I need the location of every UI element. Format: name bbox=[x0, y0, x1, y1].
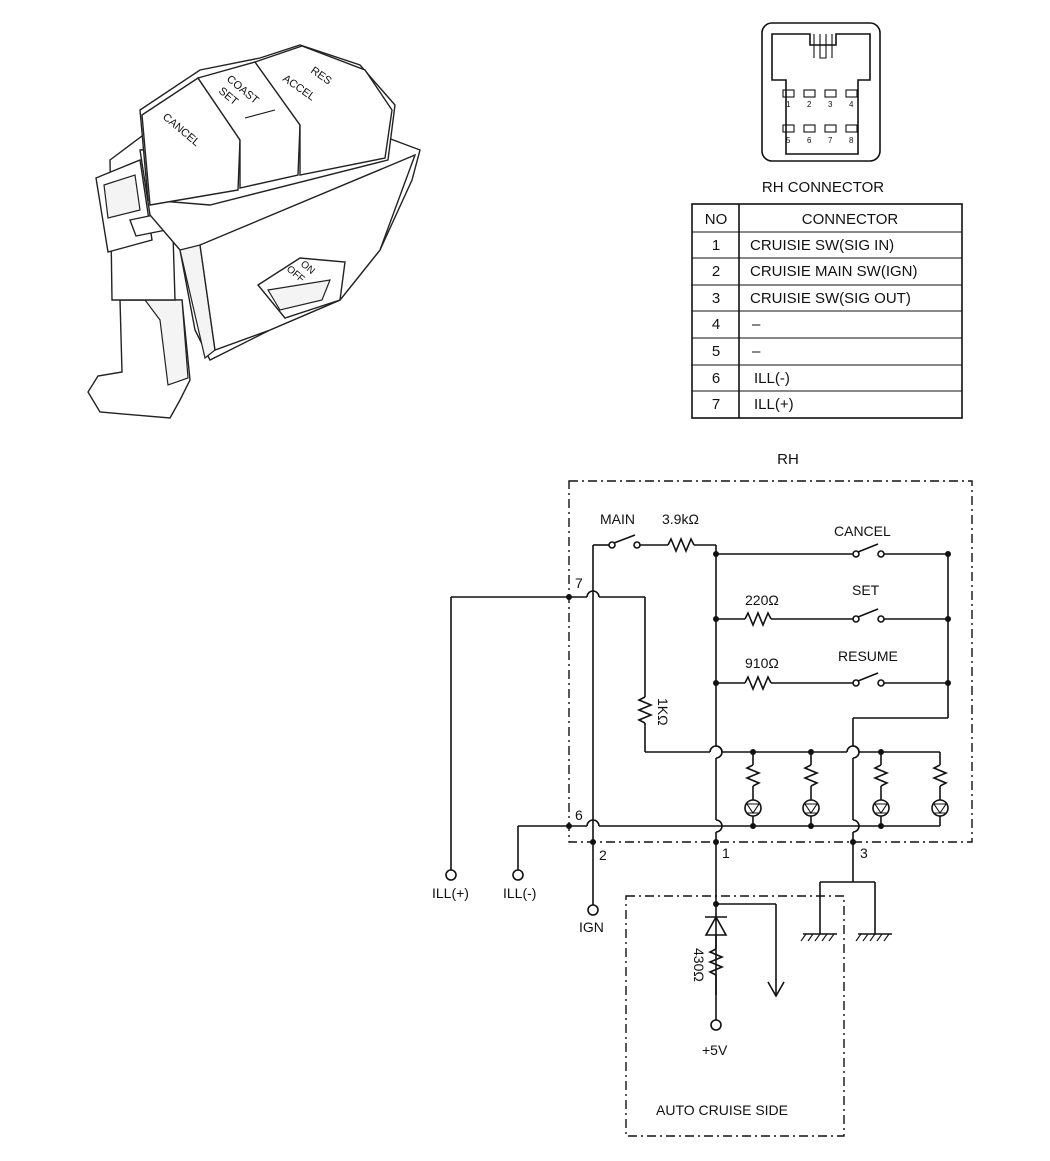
ign-terminal bbox=[587, 904, 599, 916]
resistor-1k-label: 1KΩ bbox=[655, 698, 671, 726]
resistor-220-label: 220Ω bbox=[745, 592, 779, 608]
table-cell-no-5: 5 bbox=[712, 343, 720, 360]
table-cell-connector-7: ILL(+) bbox=[754, 396, 794, 413]
connector-table-title: RH CONNECTOR bbox=[762, 179, 884, 196]
pin-4-label: 4 bbox=[849, 100, 854, 109]
pin-6-number: 6 bbox=[575, 807, 583, 823]
resistor-220-symbol bbox=[744, 610, 772, 628]
table-header-no: NO bbox=[705, 211, 728, 228]
rh-switch-enclosure bbox=[568, 480, 973, 843]
led-ladder bbox=[744, 752, 949, 826]
table-cell-connector-1: CRUISIE SW(SIG IN) bbox=[750, 237, 894, 254]
pin-3-number: 3 bbox=[860, 845, 868, 861]
pin-2-label: 2 bbox=[807, 100, 812, 109]
resistor-3-9k-label: 3.9kΩ bbox=[662, 511, 699, 527]
table-cell-no-3: 3 bbox=[712, 290, 720, 307]
led-leg-4 bbox=[931, 752, 949, 826]
resume-switch-label: RESUME bbox=[838, 648, 898, 664]
wiring-schematic: RH MAIN 3.9kΩ CANCEL bbox=[432, 451, 973, 1137]
resistor-1k-symbol bbox=[636, 696, 654, 724]
table-cell-connector-2: CRUISIE MAIN SW(IGN) bbox=[750, 263, 918, 280]
plus5v-terminal bbox=[710, 1019, 722, 1031]
led-leg-1 bbox=[744, 752, 762, 826]
main-switch-label: MAIN bbox=[600, 511, 635, 527]
table-cell-no-4: 4 bbox=[712, 316, 720, 333]
led-leg-3 bbox=[872, 752, 890, 826]
plus5v-label: +5V bbox=[702, 1042, 728, 1058]
table-cell-no-2: 2 bbox=[712, 263, 720, 280]
ill-minus-terminal bbox=[512, 869, 524, 881]
pin-7-label: 7 bbox=[828, 136, 833, 145]
pin-row-top: 1 2 3 4 bbox=[782, 89, 858, 109]
resistor-3-9k-symbol bbox=[667, 536, 695, 554]
table-cell-no-7: 7 bbox=[712, 396, 720, 413]
pin-row-bottom: 5 6 7 8 bbox=[782, 124, 858, 145]
junction-dots bbox=[566, 551, 951, 907]
table-cell-connector-5: – bbox=[752, 343, 761, 360]
pin-8-label: 8 bbox=[849, 136, 854, 145]
table-header-connector: CONNECTOR bbox=[802, 211, 899, 228]
pin-1-label: 1 bbox=[786, 100, 791, 109]
pin-7-number: 7 bbox=[575, 575, 583, 591]
pin-5-label: 5 bbox=[786, 136, 791, 145]
table-cell-no-6: 6 bbox=[712, 370, 720, 387]
resistor-430-symbol bbox=[707, 948, 725, 976]
table-cell-connector-3: CRUISIE SW(SIG OUT) bbox=[750, 290, 911, 307]
led-leg-2 bbox=[802, 752, 820, 826]
set-switch-label: SET bbox=[852, 582, 880, 598]
ign-label: IGN bbox=[579, 919, 604, 935]
table-cell-no-1: 1 bbox=[712, 237, 720, 254]
ill-plus-terminal bbox=[445, 869, 457, 881]
resistor-910-label: 910Ω bbox=[745, 655, 779, 671]
cruise-switch-illustration: CANCEL COAST SET RES ACCEL ON OFF bbox=[87, 44, 421, 419]
connector-face: 1 2 3 4 5 6 7 8 bbox=[761, 22, 881, 162]
pin-6-label: 6 bbox=[807, 136, 812, 145]
rh-box-title: RH bbox=[777, 451, 799, 468]
pin-1-number: 1 bbox=[722, 845, 730, 861]
pin-3-label: 3 bbox=[828, 100, 833, 109]
pin-2-number: 2 bbox=[599, 847, 607, 863]
cancel-switch-label: CANCEL bbox=[834, 523, 891, 539]
auto-cruise-side-label: AUTO CRUISE SIDE bbox=[656, 1102, 788, 1118]
resistor-430-label: 430Ω bbox=[691, 948, 707, 982]
connector-table: RH CONNECTOR NO CONNECTOR 1 CRUISIE SW(S… bbox=[691, 179, 963, 419]
ill-plus-label: ILL(+) bbox=[432, 885, 469, 901]
resistor-910-symbol bbox=[744, 674, 772, 692]
table-cell-connector-6: ILL(-) bbox=[754, 370, 790, 387]
zener-diode bbox=[704, 915, 728, 949]
table-cell-connector-4: – bbox=[752, 316, 761, 333]
auto-cruise-enclosure bbox=[625, 895, 845, 1137]
ill-minus-label: ILL(-) bbox=[503, 885, 536, 901]
